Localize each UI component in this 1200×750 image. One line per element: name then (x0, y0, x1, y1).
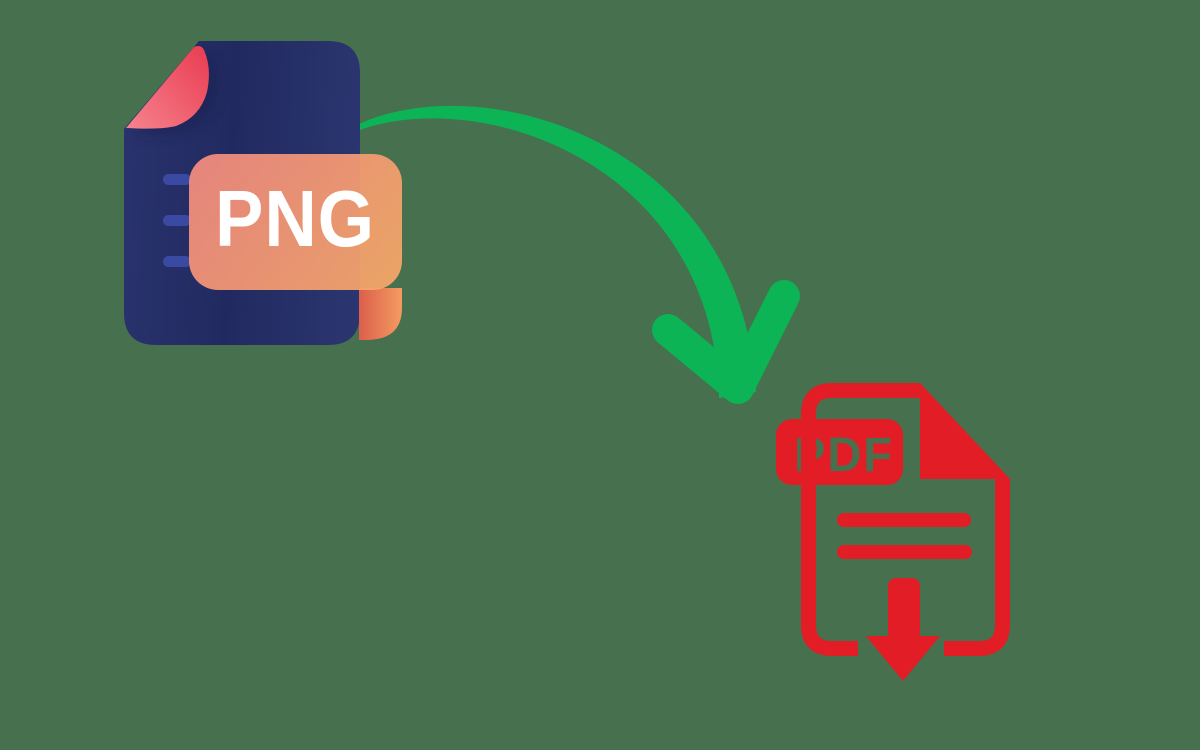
arrow-head (652, 280, 800, 404)
download-arrow-stem (888, 578, 920, 641)
ruled-line (163, 256, 191, 267)
ruled-line (163, 215, 191, 226)
ruled-line (163, 174, 191, 185)
pdf-text-line (837, 545, 972, 559)
download-arrow-head (866, 636, 940, 681)
pdf-name-badge (776, 419, 903, 485)
pdf-folded-corner (920, 383, 1010, 479)
conversion-arrow-icon (357, 105, 800, 404)
pdf-document-outline-left (801, 383, 920, 656)
pdf-text-line (837, 513, 971, 527)
plate-page-curl (359, 288, 402, 340)
download-arrow-icon (866, 578, 940, 681)
pdf-file-icon (776, 383, 1010, 681)
png-folded-corner (126, 46, 209, 129)
png-file-icon: PNG (124, 41, 402, 345)
png-label: PNG (215, 174, 375, 263)
png-name-plate (189, 154, 402, 290)
pdf-document-outline-right (944, 479, 1010, 656)
